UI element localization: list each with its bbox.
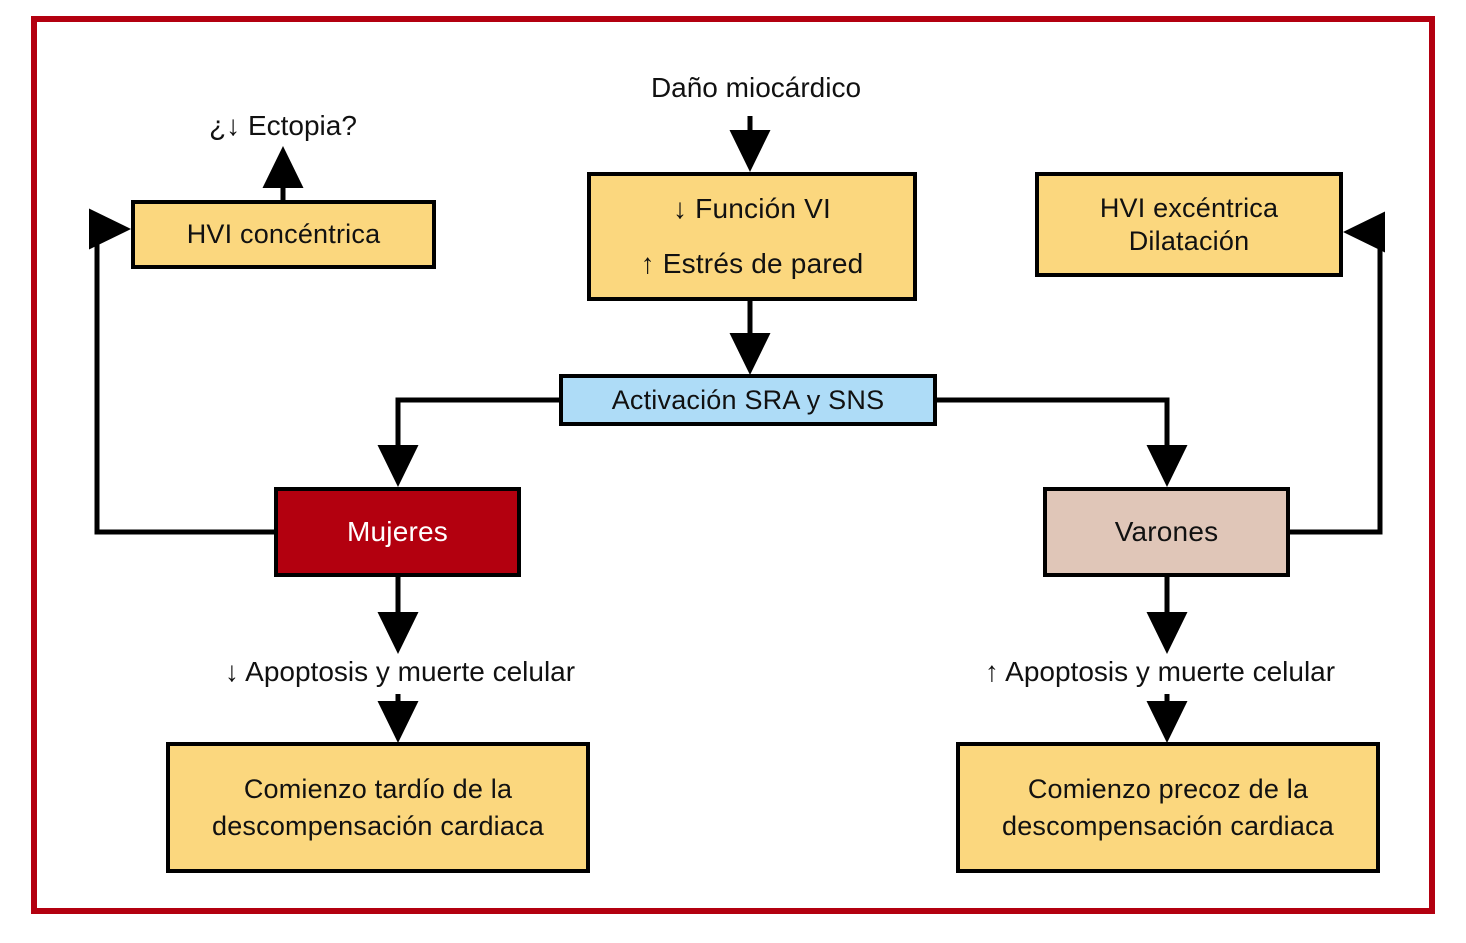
node-comienzo-tardio-line2: descompensación cardiaca bbox=[212, 810, 544, 841]
label-apoptosis-decrease: ↓ Apoptosis y muerte celular bbox=[224, 656, 576, 687]
node-activacion-line1: Activación SRA y SNS bbox=[611, 384, 885, 415]
label-dano-miocardico: Daño miocárdico bbox=[650, 72, 862, 103]
node-hvi-excentrica-line1: HVI excéntrica bbox=[1099, 192, 1279, 223]
node-activacion-sra-sns[interactable]: Activación SRA y SNS bbox=[559, 374, 937, 426]
node-hvi-concentrica[interactable]: HVI concéntrica bbox=[131, 200, 436, 269]
node-hvi-concentrica-line1: HVI concéntrica bbox=[186, 219, 381, 250]
node-comienzo-tardio[interactable]: Comienzo tardío de la descompensación ca… bbox=[166, 742, 590, 873]
node-funcion-vi[interactable]: ↓ Función VI ↑ Estrés de pared bbox=[587, 172, 917, 301]
node-hvi-excentrica-line2: Dilatación bbox=[1128, 225, 1250, 256]
label-apoptosis-increase: ↑ Apoptosis y muerte celular bbox=[984, 656, 1336, 687]
node-comienzo-tardio-line1: Comienzo tardío de la bbox=[243, 773, 513, 804]
node-comienzo-precoz-line2: descompensación cardiaca bbox=[1002, 810, 1334, 841]
node-varones[interactable]: Varones bbox=[1043, 487, 1290, 577]
node-comienzo-precoz[interactable]: Comienzo precoz de la descompensación ca… bbox=[956, 742, 1380, 873]
node-comienzo-precoz-line1: Comienzo precoz de la bbox=[1027, 773, 1309, 804]
node-mujeres[interactable]: Mujeres bbox=[274, 487, 521, 577]
node-funcion-vi-line2: ↑ Estrés de pared bbox=[640, 247, 864, 279]
node-mujeres-line1: Mujeres bbox=[347, 515, 448, 547]
node-hvi-excentrica[interactable]: HVI excéntrica Dilatación bbox=[1035, 172, 1343, 277]
label-ectopia: ¿↓ Ectopia? bbox=[209, 110, 357, 141]
node-varones-line1: Varones bbox=[1114, 515, 1219, 547]
node-funcion-vi-line1: ↓ Función VI bbox=[672, 193, 832, 225]
